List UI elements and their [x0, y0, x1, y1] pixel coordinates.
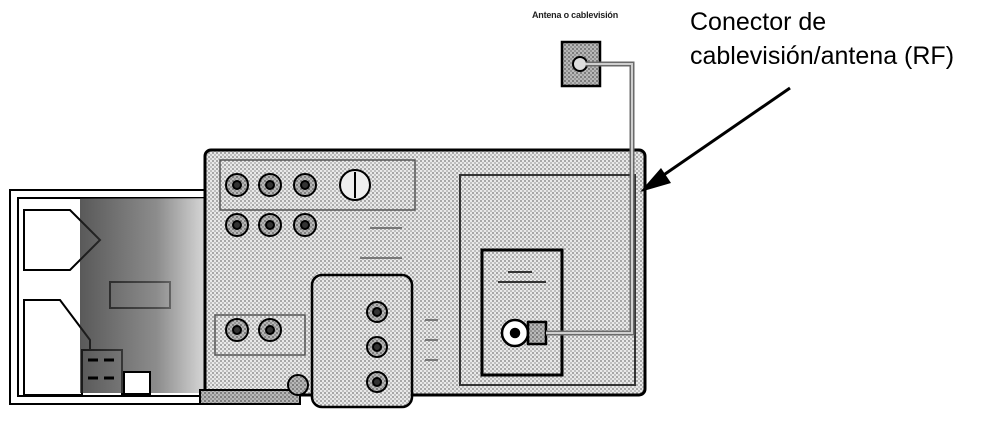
panel-markings	[360, 227, 438, 361]
panel-bottom-strip	[199, 389, 301, 405]
component-module	[310, 273, 414, 409]
component-jacks	[366, 301, 388, 393]
tv-shadow	[80, 198, 208, 393]
rca-jacks-top	[225, 169, 371, 201]
rf-section	[459, 174, 636, 386]
connector-callout: Conector de cablevisión/antena (RF)	[690, 5, 954, 73]
rca-jacks-middle	[225, 213, 317, 237]
tv-rf-jack	[500, 318, 548, 348]
rf-plate-label	[498, 271, 546, 283]
jack-group-lower	[214, 314, 306, 356]
wall-outlet-jack	[572, 56, 588, 72]
callout-arrowhead	[640, 168, 671, 192]
callout-line-2: cablevisión/antena (RF)	[690, 42, 955, 70]
jack-group-top	[219, 159, 416, 211]
callout-line-1: Conector de	[690, 8, 827, 36]
tv-base-vents	[88, 358, 151, 395]
rca-jacks-lower	[225, 318, 309, 396]
wall-outlet-label: Antena o cablevisión	[531, 10, 619, 20]
rf-plate	[480, 248, 564, 377]
callout-arrow-line	[651, 86, 791, 185]
